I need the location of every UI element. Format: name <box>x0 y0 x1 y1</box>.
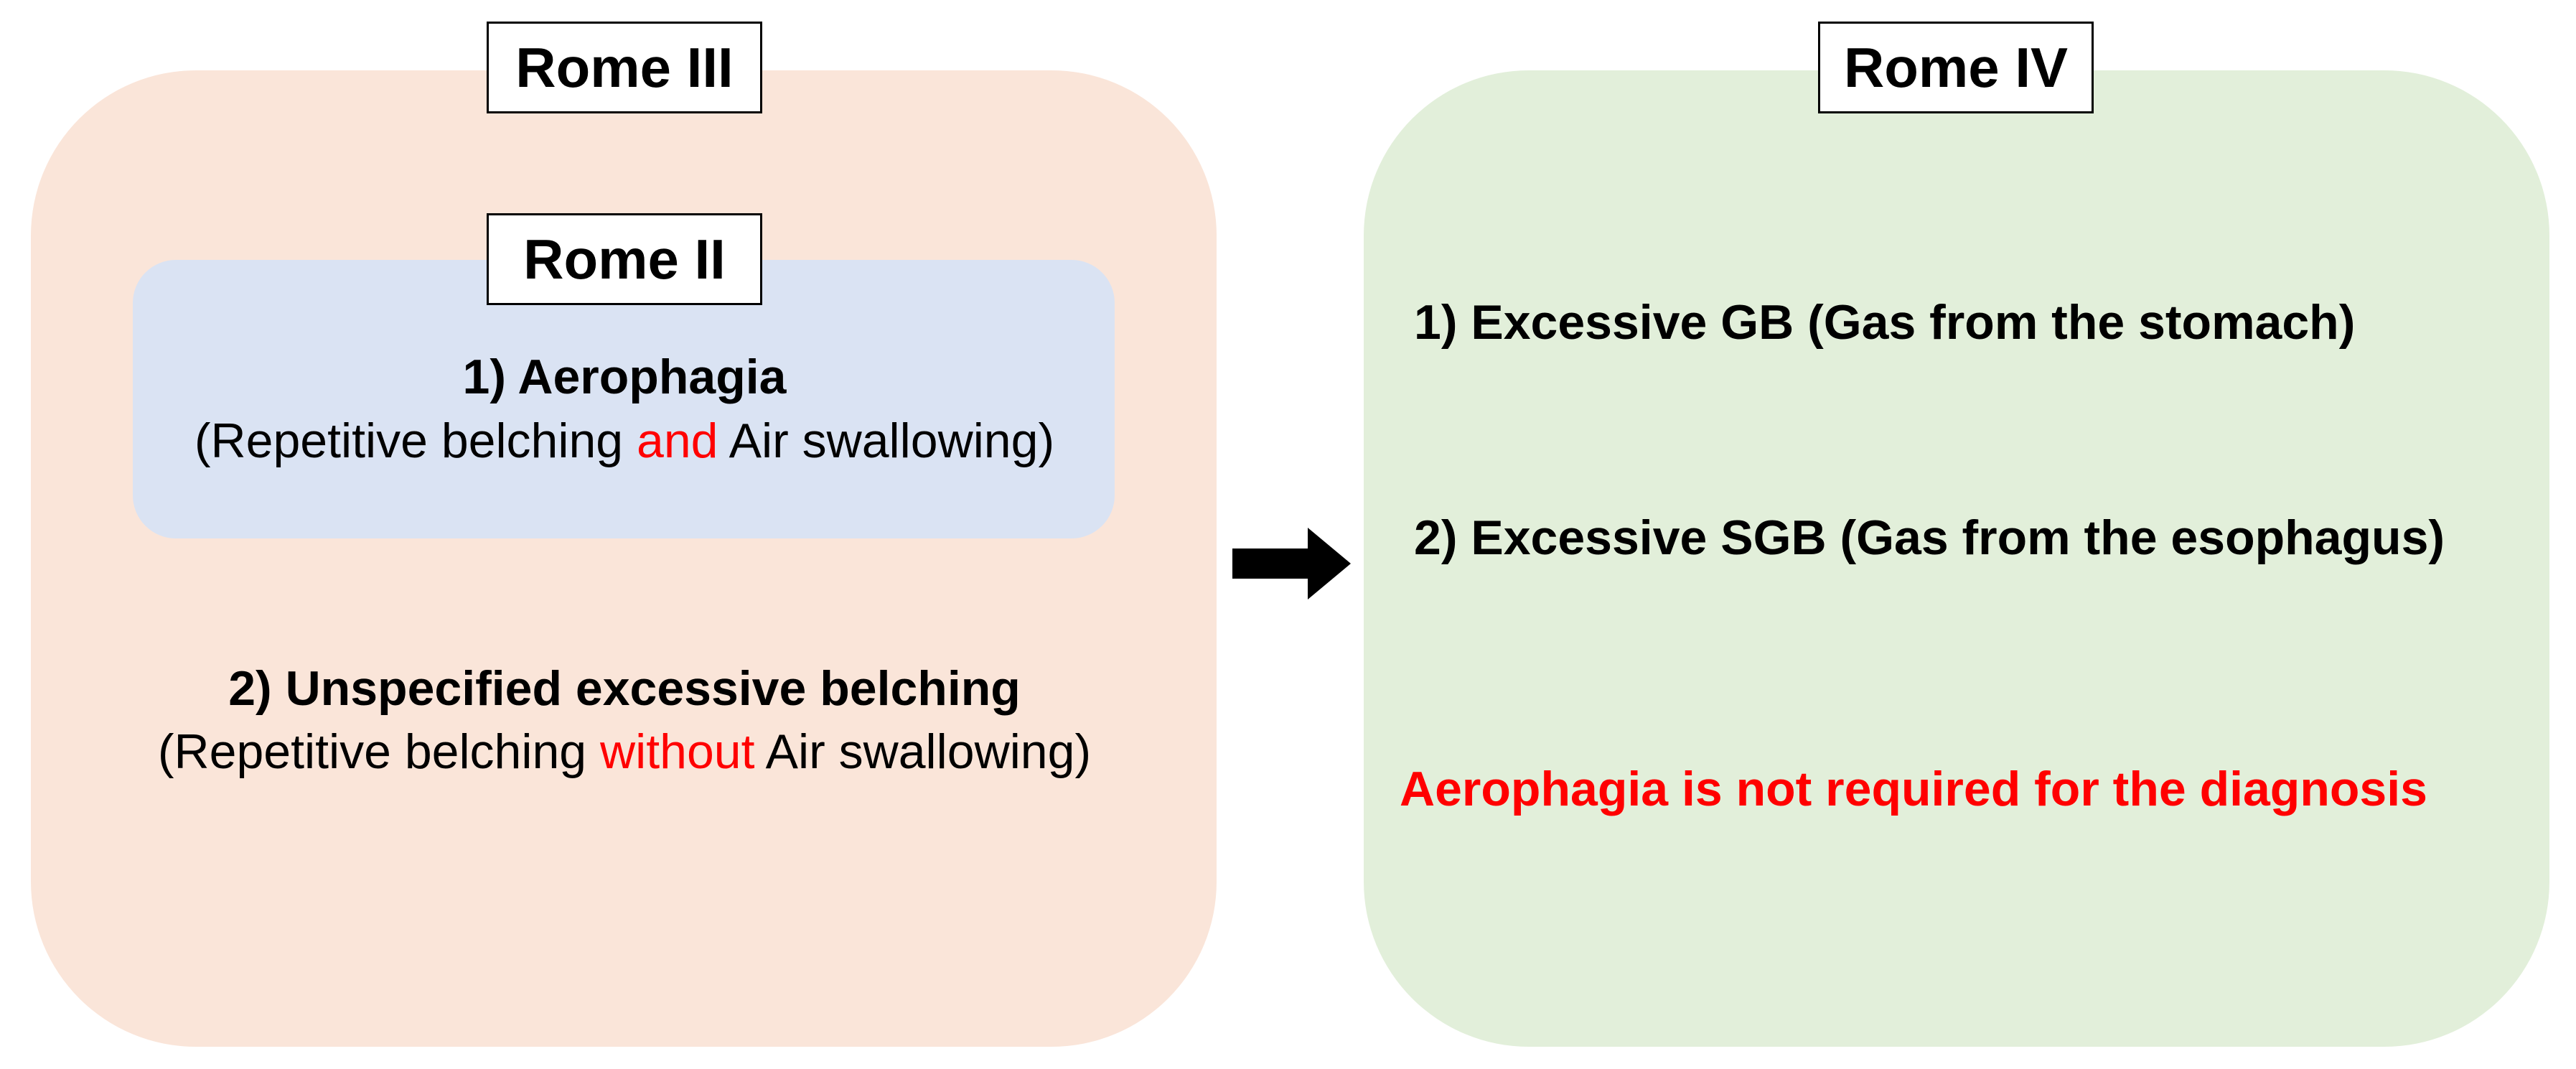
aerophagia-title: 1) Aerophagia <box>462 350 787 404</box>
aerophagia-description: (Repetitive belching and Air swallowing) <box>195 416 1054 465</box>
unspecified-desc-pre: (Repetitive belching <box>157 724 601 779</box>
rome4-label: Rome IV <box>1818 22 2094 113</box>
aerophagia-note: Aerophagia is not required for the diagn… <box>1400 762 2427 816</box>
excessive-sgb-item: 2) Excessive SGB (Gas from the esophagus… <box>1414 510 2445 565</box>
aerophagia-desc-pre: (Repetitive belching <box>194 414 637 468</box>
aerophagia-desc-post: Air swallowing) <box>718 414 1055 468</box>
unspecified-desc-highlight: without <box>600 724 755 779</box>
rome2-panel <box>133 260 1115 538</box>
excessive-gb-item: 1) Excessive GB (Gas from the stomach) <box>1414 295 2356 350</box>
rome3-label: Rome III <box>487 22 762 113</box>
unspecified-belching-title: 2) Unspecified excessive belching <box>228 661 1021 716</box>
unspecified-belching-description: (Repetitive belching without Air swallow… <box>158 727 1091 776</box>
unspecified-desc-post: Air swallowing) <box>754 724 1092 779</box>
right-arrow-icon <box>1232 528 1351 599</box>
aerophagia-desc-highlight: and <box>637 414 718 468</box>
rome4-panel <box>1364 70 2549 1047</box>
rome2-label: Rome II <box>487 213 762 305</box>
